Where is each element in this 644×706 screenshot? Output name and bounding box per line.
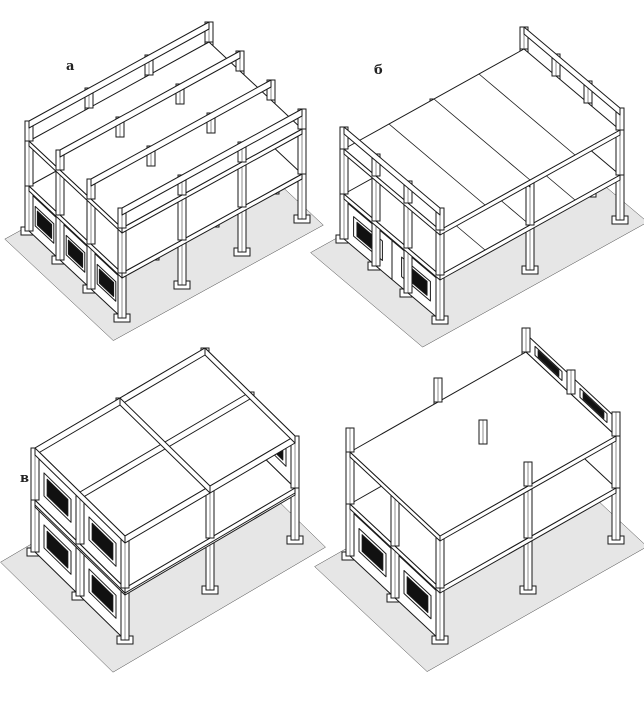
panel-label-v: в: [20, 471, 29, 486]
beam: [343, 126, 441, 216]
window-icon: [67, 239, 84, 269]
beam: [28, 21, 210, 129]
frame-v: [0, 347, 326, 673]
slab-joint: [388, 123, 486, 206]
window-icon: [98, 268, 115, 298]
window-icon: [46, 478, 69, 517]
beam: [119, 397, 211, 494]
window-icon: [46, 530, 69, 569]
window-icon: [406, 576, 429, 614]
beam: [121, 108, 303, 216]
frame-b: [310, 26, 644, 348]
beam: [59, 50, 241, 158]
frame-g: [314, 327, 644, 672]
window-icon: [36, 210, 53, 240]
slab-joint: [433, 98, 531, 181]
window-icon: [537, 350, 560, 377]
beam: [204, 347, 296, 444]
window-icon: [91, 574, 114, 613]
window-icon: [582, 392, 605, 419]
window-icon: [91, 522, 114, 561]
frame-a: [4, 21, 324, 341]
beam: [523, 26, 621, 116]
beam: [34, 447, 126, 544]
panel-label-b: б: [374, 63, 383, 78]
window-icon: [361, 534, 384, 572]
panel-label-a: а: [66, 59, 75, 74]
slab-joint: [478, 73, 576, 156]
beam: [90, 79, 272, 187]
